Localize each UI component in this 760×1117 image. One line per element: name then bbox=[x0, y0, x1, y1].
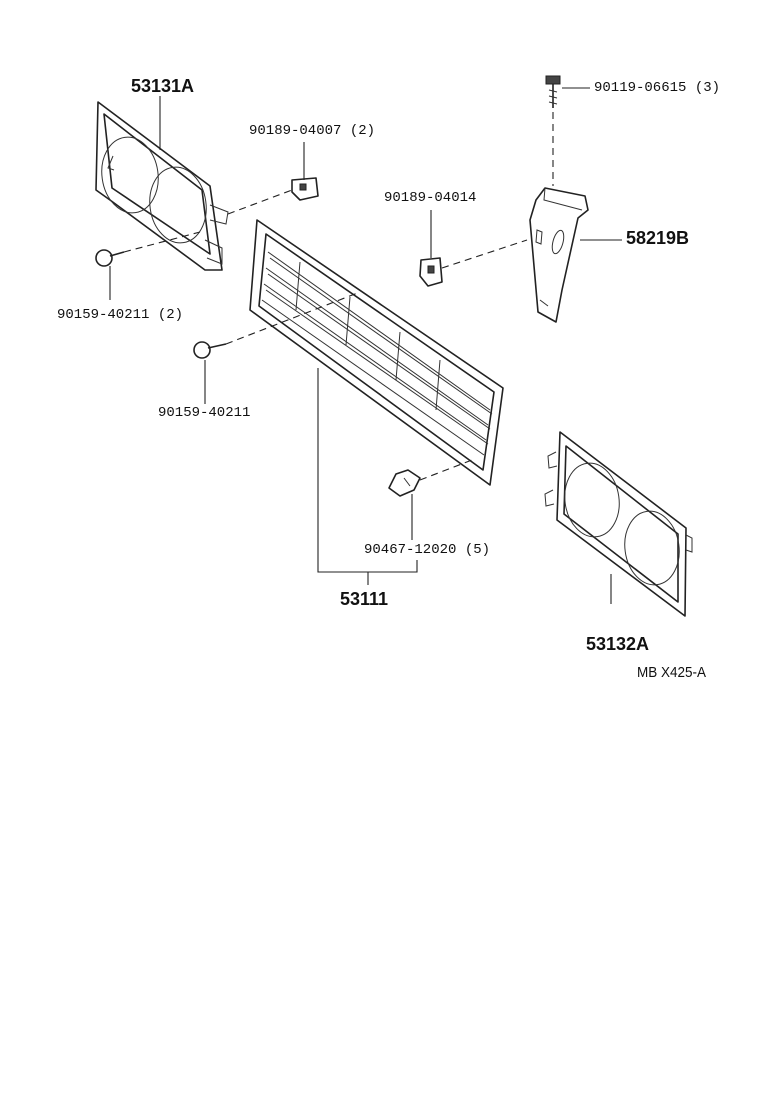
radiator-grille-label: 53111 bbox=[340, 589, 389, 609]
headlamp-bezel-rh-label: 53132A bbox=[586, 634, 650, 654]
radiator-grille bbox=[249, 219, 504, 486]
bolt-lh-label: 90159-40211 (2) bbox=[57, 307, 184, 323]
headlamp-bezel-lh bbox=[95, 101, 229, 271]
grille-bracket bbox=[529, 187, 589, 323]
bolt-lh-icon bbox=[95, 249, 125, 267]
screw-top-label: 90119-06615 (3) bbox=[594, 80, 721, 96]
nut-center-label: 90189-04014 bbox=[384, 190, 477, 206]
nut-lh-label: 90189-04007 (2) bbox=[249, 123, 376, 139]
grille-bracket-label: 58219B bbox=[626, 228, 690, 248]
headlamp-bezel-rh bbox=[544, 431, 693, 617]
headlamp-bezel-lh-label: 53131A bbox=[131, 76, 195, 96]
screw-top-icon bbox=[545, 75, 561, 108]
clip-label: 90467-12020 (5) bbox=[364, 542, 491, 558]
reference-code: MB X425-A bbox=[637, 664, 707, 681]
nut-lh-icon bbox=[291, 177, 319, 201]
clip-icon bbox=[388, 469, 421, 497]
bolt-center-icon bbox=[193, 341, 227, 359]
bolt-center-label: 90159-40211 bbox=[158, 405, 251, 421]
nut-center-icon bbox=[419, 257, 443, 287]
